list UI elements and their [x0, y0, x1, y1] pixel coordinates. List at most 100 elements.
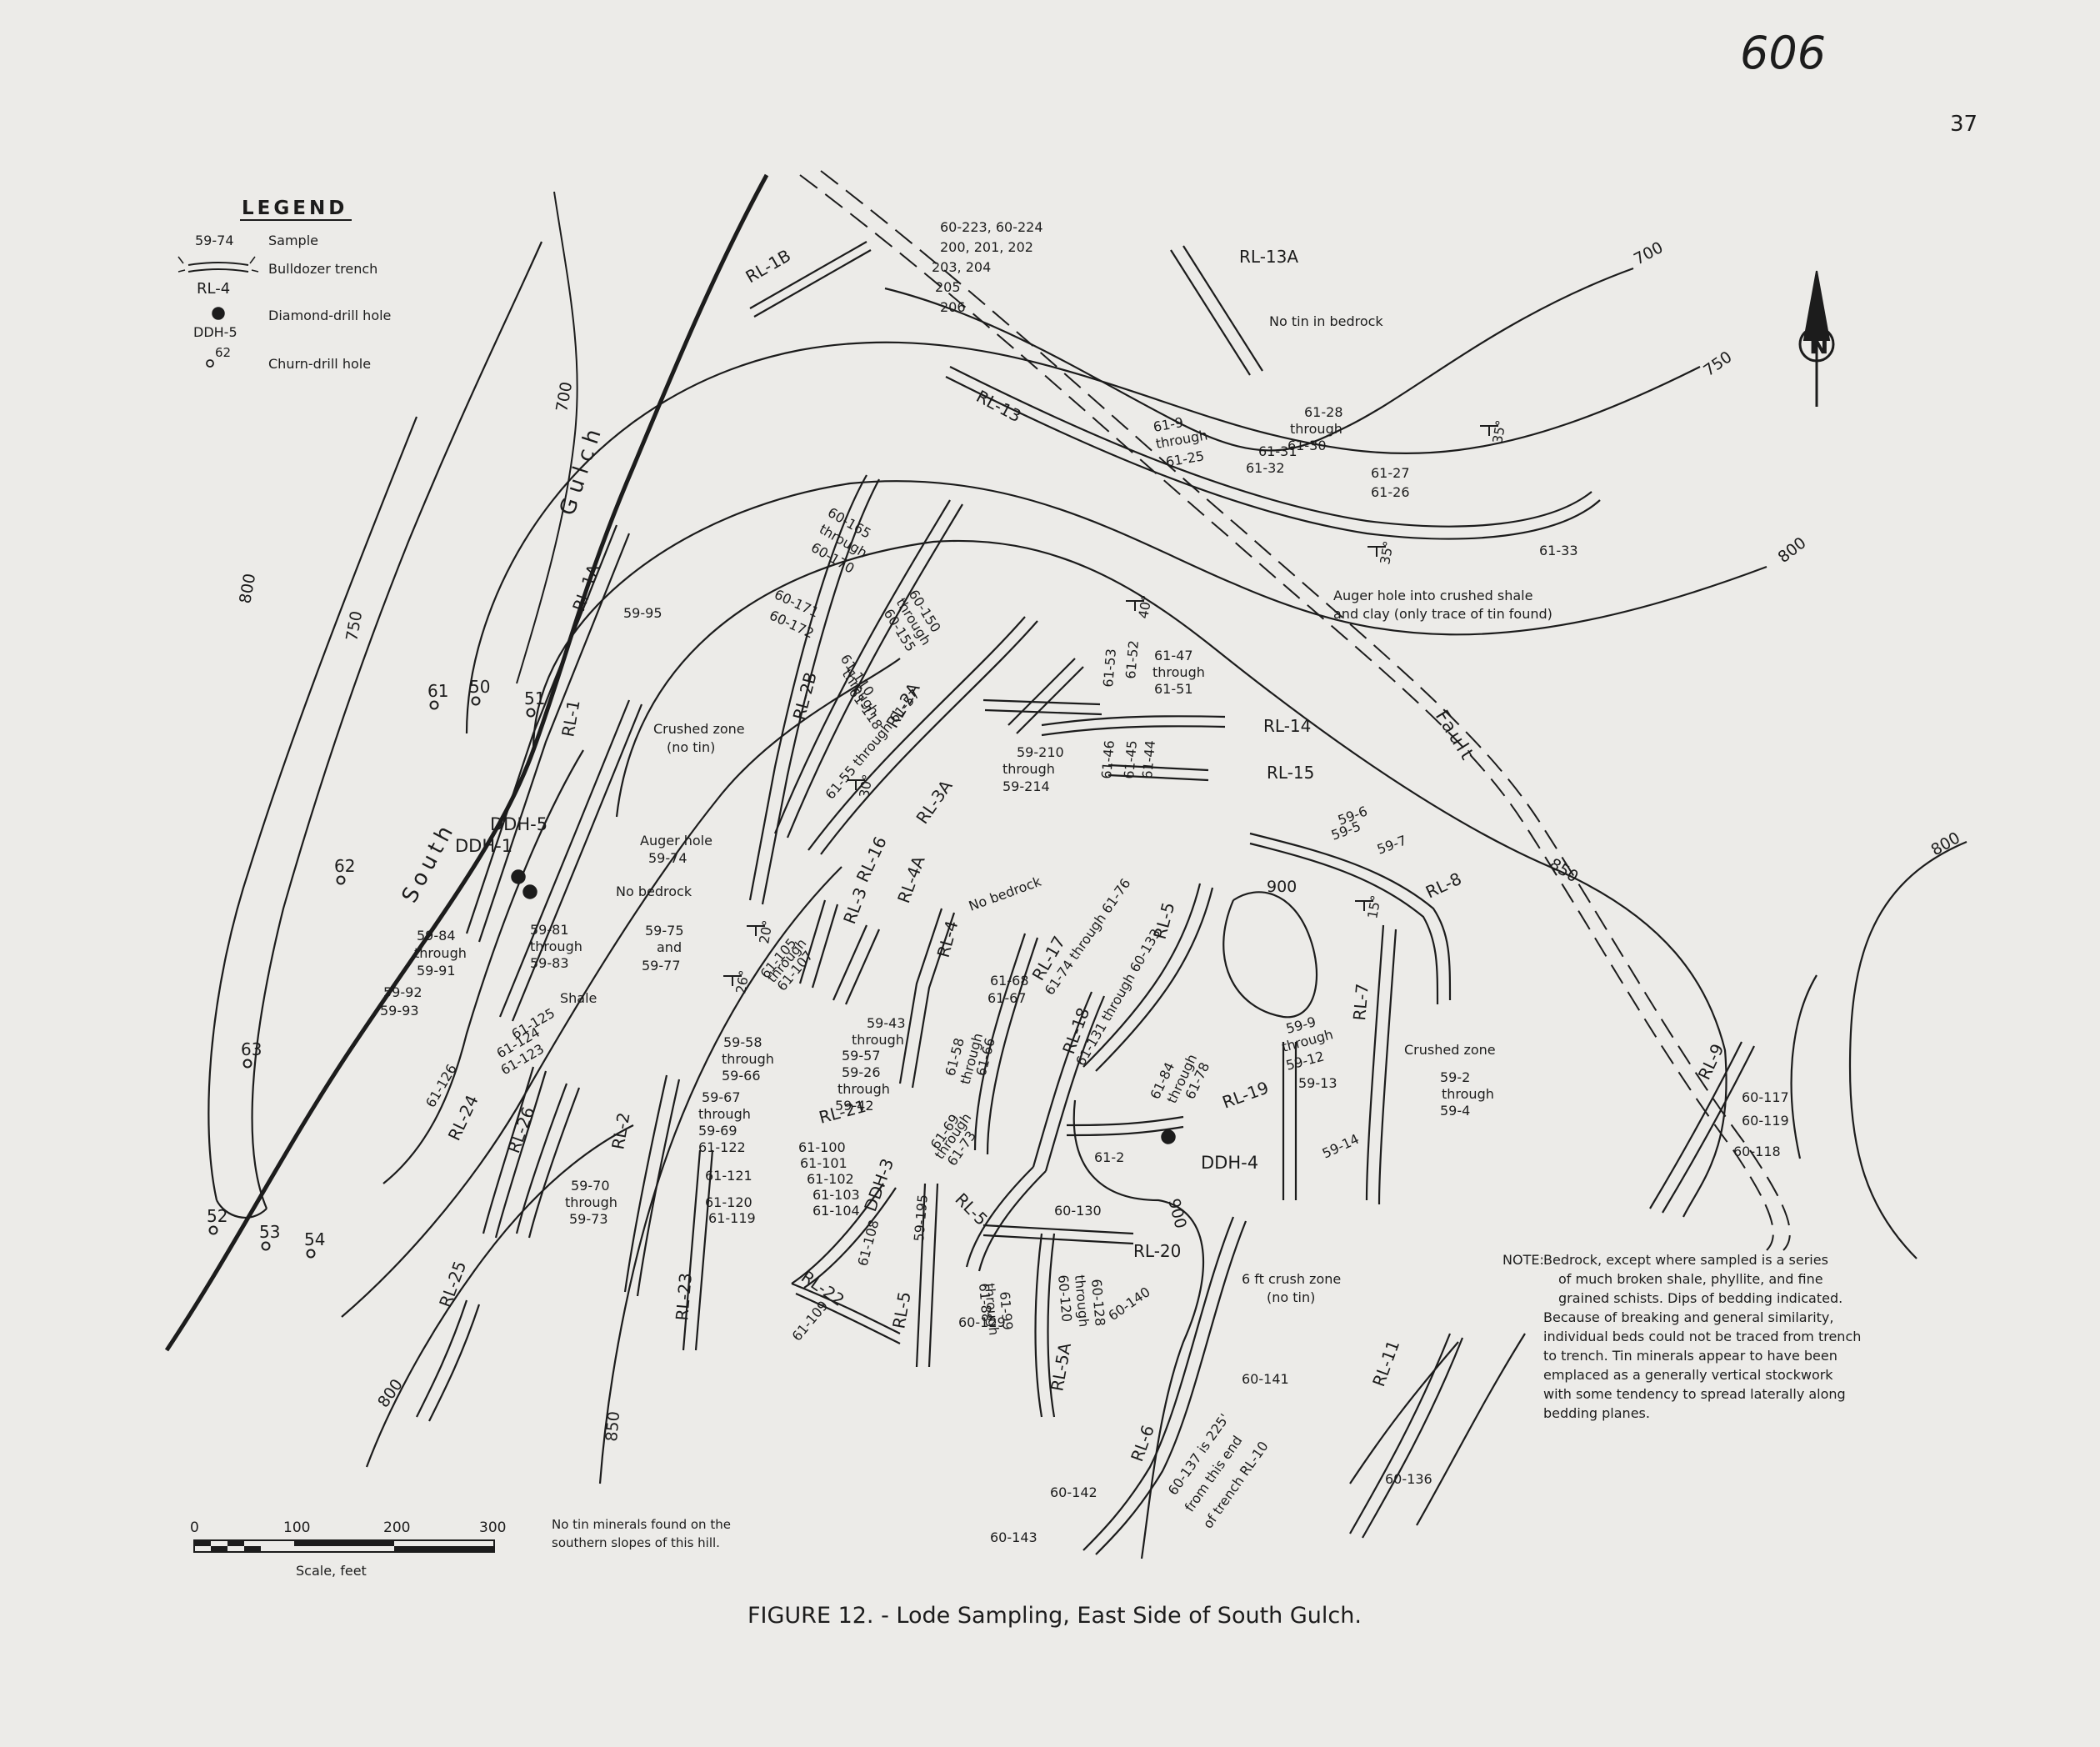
- contour-label: 900: [1164, 1197, 1190, 1231]
- churn-hole-label: 53: [259, 1222, 280, 1242]
- gulch-label: Gulch: [555, 420, 608, 518]
- trench-label: RL-9: [1694, 1041, 1728, 1084]
- sample-label: 61-32: [1246, 460, 1285, 476]
- note-line-1: Bedrock, except where sampled is a serie…: [1543, 1252, 1828, 1268]
- sample-label: 59-92: [383, 984, 422, 1000]
- dip-symbol: 15°: [1355, 894, 1384, 920]
- trench-label: RL-11: [1368, 1338, 1403, 1389]
- dip-value: 35°: [1377, 539, 1397, 565]
- sample-label: 61-31: [1258, 443, 1298, 459]
- sample-label: 61-33: [1539, 543, 1578, 558]
- trench-label: RL-1B: [742, 245, 795, 287]
- trench-label: RL-2: [608, 1111, 633, 1151]
- sample-label: 59-95: [623, 605, 662, 621]
- fault-line: [799, 170, 1791, 1251]
- sample-label: 205: [935, 279, 961, 295]
- trench-label: RL-14: [1263, 716, 1311, 736]
- trench-label: RL-5A: [1047, 1341, 1075, 1393]
- trench-label: RL-24: [444, 1092, 482, 1144]
- dip-value: 35°: [1489, 418, 1509, 444]
- dip-value: 20°: [756, 919, 776, 944]
- churn-hole-marker: [242, 1059, 252, 1069]
- dip-value: 40°: [1135, 593, 1155, 619]
- sample-label: 61-53: [1100, 648, 1119, 688]
- sample-label: through: [722, 1051, 774, 1067]
- scale-tick-100: 100: [283, 1519, 310, 1536]
- trench-label: RL-19: [1220, 1078, 1272, 1113]
- drill-hole-marker: [511, 869, 526, 884]
- trench-label: RL-5: [888, 1290, 914, 1330]
- dip-value: 26°: [732, 969, 752, 994]
- sample-label: 59-14: [1320, 1131, 1362, 1162]
- dip-symbol: 30°: [847, 773, 876, 799]
- sample-label: 61-47: [1154, 648, 1193, 663]
- note-line-8: with some tendency to spread laterally a…: [1543, 1386, 1846, 1402]
- south-note-line-2: southern slopes of this hill.: [552, 1535, 720, 1550]
- sample-label: 61-28: [1304, 404, 1343, 420]
- legend-drill-hole-icon: [212, 307, 225, 320]
- sample-label: Auger hole: [640, 833, 712, 848]
- sample-label: Shale: [560, 990, 597, 1006]
- south-gulch-stream: [164, 173, 769, 1352]
- sample-label: through: [565, 1194, 618, 1210]
- sample-label: through: [1290, 421, 1342, 437]
- sample-label: through: [1002, 761, 1055, 777]
- gulch-contour: [516, 191, 578, 684]
- sample-label: 60-223, 60-224: [940, 219, 1043, 235]
- contour-label: 750: [342, 609, 366, 643]
- churn-hole-marker: [471, 696, 481, 706]
- page-number: 37: [1950, 112, 1978, 137]
- trench-label: RL-16: [852, 833, 891, 885]
- sample-label: 61-108: [855, 1218, 882, 1268]
- trench-label: RL-7: [1349, 983, 1372, 1022]
- sample-label: 203, 204: [932, 259, 991, 275]
- sample-label: 59-195: [911, 1194, 931, 1242]
- churn-hole-marker: [306, 1249, 316, 1259]
- sample-label: 60-129: [958, 1314, 1006, 1330]
- sample-label: 61-88: [976, 1283, 995, 1323]
- sample-label: 61-25: [1164, 448, 1205, 470]
- north-arrow-label: N: [1809, 332, 1828, 359]
- sample-label: and: [657, 939, 682, 955]
- sample-label: 59-214: [1002, 778, 1050, 794]
- dip-symbol: 40°: [1126, 593, 1155, 620]
- sample-label: 61-99: [997, 1291, 1016, 1331]
- sample-label: through: [530, 939, 582, 954]
- sample-label: (no tin): [1267, 1289, 1315, 1305]
- trench-label: RL-13A: [1239, 247, 1298, 267]
- sample-label: 59-91: [417, 963, 456, 979]
- dip-symbol: 35°: [1480, 418, 1509, 445]
- trench-label: RL-3: [839, 885, 871, 927]
- scale-tick-300: 300: [479, 1519, 506, 1536]
- sample-label: 61-119: [708, 1210, 756, 1226]
- sample-label: 59-81: [530, 922, 569, 938]
- legend-churn-hole-label: Churn-drill hole: [268, 356, 371, 372]
- sample-label: 60-120: [1055, 1274, 1075, 1323]
- legend-churn-hole-icon: [206, 359, 214, 368]
- legend-churn-hole-id: 62: [215, 345, 231, 360]
- sample-label: 59-84: [417, 928, 456, 944]
- sample-label: 59-83: [530, 955, 569, 971]
- sample-label: 61-26: [1371, 484, 1410, 500]
- south-label: South: [398, 818, 461, 907]
- trench-label: RL-13: [973, 386, 1025, 426]
- sample-label: 60-143: [990, 1529, 1038, 1545]
- churn-hole-label: 63: [241, 1039, 262, 1059]
- drill-hole-marker: [1161, 1129, 1176, 1144]
- sample-label: 61-103: [812, 1187, 860, 1203]
- sample-label: 61-100: [798, 1139, 846, 1155]
- sample-label: 60-128: [1088, 1279, 1108, 1327]
- legend-drill-hole-id: DDH-5: [193, 324, 238, 340]
- sample-label: 59-4: [1440, 1103, 1470, 1119]
- note-line-6: to trench. Tin minerals appear to have b…: [1543, 1348, 1838, 1364]
- sample-label: 61-120: [705, 1194, 752, 1210]
- legend-trench-label: Bulldozer trench: [268, 261, 378, 277]
- sample-label: (no tin): [667, 739, 715, 755]
- sample-label: 59-69: [698, 1123, 738, 1139]
- sample-label: 60-141: [1242, 1371, 1289, 1387]
- sample-label: 61-102: [807, 1171, 854, 1187]
